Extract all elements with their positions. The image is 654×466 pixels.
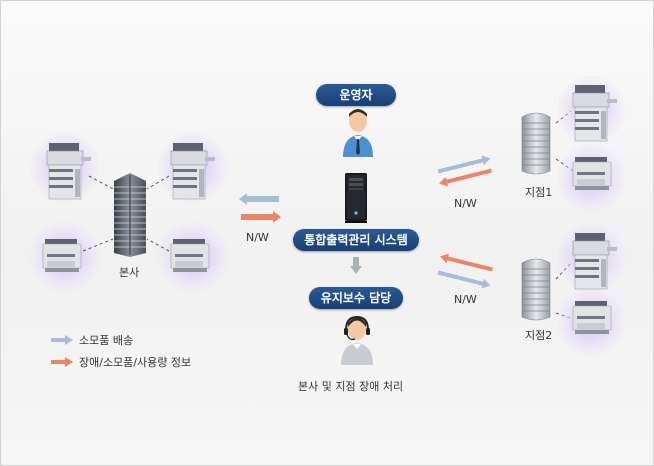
maintenance-badge: 유지보수 담당 <box>309 287 403 309</box>
legend-label-supplies: 소모품 배송 <box>79 334 134 347</box>
blue-arrow-icon <box>239 193 279 205</box>
legend-item-supplies: 소모품 배송 <box>51 332 133 348</box>
red-arrow-icon <box>439 168 492 187</box>
branch2-label: 지점2 <box>525 329 553 342</box>
branch2-nw-label: N/W <box>454 293 477 306</box>
hq-label: 본사 <box>119 266 140 279</box>
printer-icon <box>42 239 82 272</box>
legend-item-fault: 장애/소모품/사용량 정보 <box>51 354 191 370</box>
red-arrow-icon <box>440 253 493 272</box>
hq-nw-label: N/W <box>246 231 269 244</box>
server-tower-icon <box>345 173 367 223</box>
red-arrow-icon <box>51 357 73 367</box>
operator-badge: 운영자 <box>316 84 396 106</box>
system-badge: 통합출력관리 시스템 <box>293 229 419 251</box>
printer-icon <box>572 301 612 334</box>
printer-icon <box>170 239 210 272</box>
printer-icon <box>572 157 612 190</box>
hq-building-icon <box>114 173 146 257</box>
branch1-nw-label: N/W <box>454 197 477 210</box>
blue-arrow-icon <box>437 155 491 174</box>
support-headset-person-icon <box>341 315 373 365</box>
copier-icon <box>572 233 617 290</box>
red-arrow-icon <box>241 211 281 223</box>
copier-icon <box>170 143 215 200</box>
copier-icon <box>46 143 91 200</box>
blue-arrow-icon <box>437 270 491 289</box>
legend-label-fault: 장애/소모품/사용량 정보 <box>79 356 192 369</box>
operator-person-icon <box>343 109 373 157</box>
branch1-arrows <box>437 155 492 187</box>
branch2-arrows <box>437 253 493 289</box>
down-arrow-icon <box>350 257 362 274</box>
branch-building-icon <box>521 258 551 321</box>
branch-building-icon <box>521 112 551 175</box>
hq-arrows <box>239 193 281 223</box>
branch1-label: 지점1 <box>525 186 553 199</box>
copier-icon <box>572 85 617 142</box>
maintenance-caption: 본사 및 지점 장애 처리 <box>298 380 404 393</box>
blue-arrow-icon <box>51 335 73 345</box>
